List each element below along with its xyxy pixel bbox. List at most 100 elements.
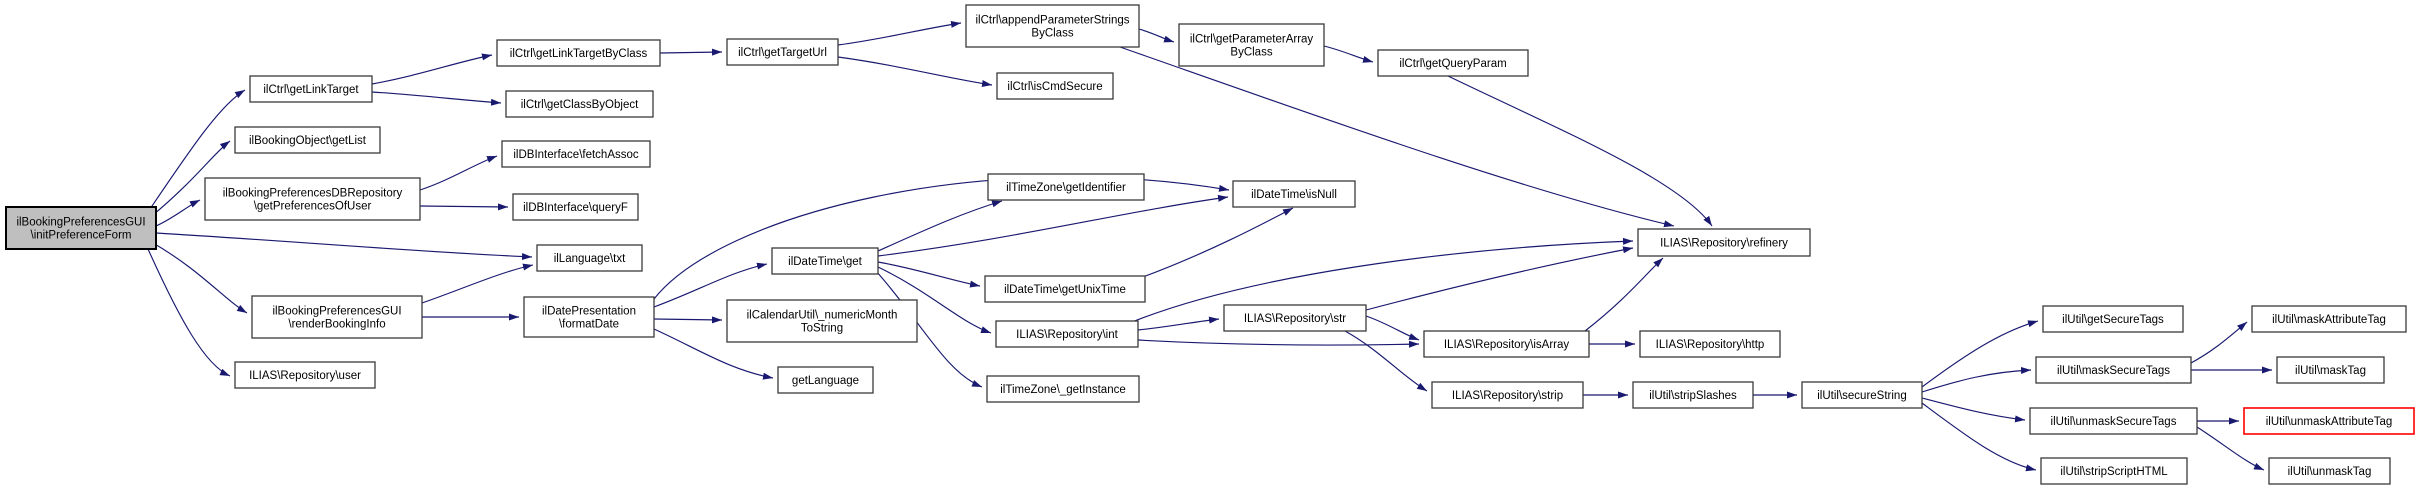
node-box-getLanguage[interactable] [777, 366, 874, 394]
node-getTargetUrl[interactable]: ilCtrl\getTargetUrl [726, 38, 839, 66]
node-box-formatDate[interactable] [523, 296, 655, 338]
node-int[interactable]: ILIAS\Repository\int [995, 320, 1139, 348]
node-box-maskAttributeTag[interactable] [2251, 305, 2407, 333]
node-box-refinery[interactable] [1637, 228, 1811, 257]
node-unmaskAttributeTag[interactable]: ilUtil\unmaskAttributeTag [2243, 407, 2415, 435]
edge-int-to-refinery [1131, 237, 1634, 323]
node-refinery[interactable]: ILIAS\Repository\refinery [1637, 228, 1811, 257]
node-getSecureTags[interactable]: ilUtil\getSecureTags [2042, 305, 2184, 333]
node-label-line: ilDatePresentation [542, 306, 636, 318]
node-getQueryParam[interactable]: ilCtrl\getQueryParam [1377, 49, 1529, 77]
node-getLinkTargetByClass[interactable]: ilCtrl\getLinkTargetByClass [496, 39, 661, 67]
node-label-line: ilUtil\stripSlashes [1649, 390, 1737, 402]
node-label-get: ilDateTime\get [788, 256, 863, 268]
node-stripScriptHTML[interactable]: ilUtil\stripScriptHTML [2040, 457, 2188, 485]
node-label-line: \getPreferencesOfUser [254, 201, 372, 213]
node-label-getQueryParam: ilCtrl\getQueryParam [1399, 58, 1506, 70]
node-getLanguage[interactable]: getLanguage [777, 366, 874, 394]
node-unmaskTag[interactable]: ilUtil\unmaskTag [2268, 457, 2391, 485]
node-box-str[interactable] [1223, 304, 1367, 332]
node-box-getSecureTags[interactable] [2042, 305, 2184, 333]
node-strip[interactable]: ILIAS\Repository\strip [1431, 381, 1584, 409]
node-box-strip[interactable] [1431, 381, 1584, 409]
node-box-isNull[interactable] [1232, 180, 1356, 208]
edge-int-to-isArray [1137, 339, 1420, 348]
edge-getLinkTarget-to-getLinkTargetByClass [371, 53, 493, 85]
node-box-stripScriptHTML[interactable] [2040, 457, 2188, 485]
node-label-unmaskTag: ilUtil\unmaskTag [2288, 466, 2372, 478]
node-getUnixTime[interactable]: ilDateTime\getUnixTime [984, 275, 1146, 303]
node-box-getList[interactable] [234, 126, 381, 154]
node-label-line: \initPreferenceForm [31, 230, 132, 242]
node-box-http[interactable] [1639, 330, 1781, 358]
node-user[interactable]: ILIAS\Repository\user [234, 361, 376, 389]
node-box-getIdentifier[interactable] [987, 173, 1145, 201]
node-label-line: ByClass [1031, 28, 1073, 40]
node-box-getQueryParam[interactable] [1377, 49, 1529, 77]
node-box-getParameterArrayByClass[interactable] [1178, 23, 1325, 67]
node-label-line: ByClass [1230, 47, 1272, 59]
node-box-unmaskAttributeTag[interactable] [2243, 407, 2415, 435]
edge-getQueryParam-to-refinery [1447, 75, 1713, 227]
node-box-getInstance[interactable] [986, 375, 1140, 403]
node-box-maskTag[interactable] [2276, 356, 2385, 384]
node-getLinkTarget[interactable]: ilCtrl\getLinkTarget [249, 75, 373, 103]
node-getClassByObject[interactable]: ilCtrl\getClassByObject [505, 90, 654, 118]
node-box-getLinkTargetByClass[interactable] [496, 39, 661, 67]
node-label-line: ilUtil\stripScriptHTML [2060, 466, 2168, 478]
node-label-renderBookingInfo: ilBookingPreferencesGUI\renderBookingInf… [272, 306, 401, 331]
node-stripSlashes[interactable]: ilUtil\stripSlashes [1632, 381, 1754, 409]
node-box-isArray[interactable] [1423, 330, 1590, 358]
node-box-txt[interactable] [536, 244, 643, 272]
node-getPreferencesOfUser[interactable]: ilBookingPreferencesDBRepository\getPref… [204, 177, 421, 221]
node-box-isCmdSecure[interactable] [996, 72, 1114, 100]
node-formatDate[interactable]: ilDatePresentation\formatDate [523, 296, 655, 338]
node-secureString[interactable]: ilUtil\secureString [1801, 381, 1923, 409]
node-box-appendParameterStringsByClass[interactable] [965, 4, 1140, 48]
edge-secureString-to-stripScriptHTML [1921, 402, 2037, 472]
node-box-getPreferencesOfUser[interactable] [204, 177, 421, 221]
node-box-unmaskTag[interactable] [2268, 457, 2391, 485]
node-renderBookingInfo[interactable]: ilBookingPreferencesGUI\renderBookingInf… [251, 295, 423, 339]
node-box-user[interactable] [234, 361, 376, 389]
node-box-getUnixTime[interactable] [984, 275, 1146, 303]
node-isArray[interactable]: ILIAS\Repository\isArray [1423, 330, 1590, 358]
node-label-line: ILIAS\Repository\http [1656, 339, 1765, 351]
node-fetchAssoc[interactable]: ilDBInterface\fetchAssoc [501, 140, 651, 168]
edge-getPreferencesOfUser-to-fetchAssoc [419, 155, 498, 191]
node-maskSecureTags[interactable]: ilUtil\maskSecureTags [2035, 356, 2192, 384]
edge-formatDate-to-get [653, 262, 768, 308]
edge-appendParameterStringsByClass-to-getParameterArrayByClass [1138, 28, 1175, 43]
node-http[interactable]: ILIAS\Repository\http [1639, 330, 1781, 358]
node-unmaskSecureTags[interactable]: ilUtil\unmaskSecureTags [2029, 407, 2198, 435]
node-getList[interactable]: ilBookingObject\getList [234, 126, 381, 154]
node-box-stripSlashes[interactable] [1632, 381, 1754, 409]
node-box-get[interactable] [771, 247, 879, 275]
node-get[interactable]: ilDateTime\get [771, 247, 879, 275]
node-box-secureString[interactable] [1801, 381, 1923, 409]
node-label-line: ilBookingPreferencesDBRepository [223, 188, 403, 200]
node-box-getTargetUrl[interactable] [726, 38, 839, 66]
node-getIdentifier[interactable]: ilTimeZone\getIdentifier [987, 173, 1145, 201]
node-box-queryF[interactable] [512, 193, 639, 221]
node-box-maskSecureTags[interactable] [2035, 356, 2192, 384]
node-maskTag[interactable]: ilUtil\maskTag [2276, 356, 2385, 384]
node-box-renderBookingInfo[interactable] [251, 295, 423, 339]
node-str[interactable]: ILIAS\Repository\str [1223, 304, 1367, 332]
node-getInstance[interactable]: ilTimeZone\_getInstance [986, 375, 1140, 403]
node-isCmdSecure[interactable]: ilCtrl\isCmdSecure [996, 72, 1114, 100]
node-box-int[interactable] [995, 320, 1139, 348]
node-box-fetchAssoc[interactable] [501, 140, 651, 168]
node-txt[interactable]: ilLanguage\txt [536, 244, 643, 272]
node-box-unmaskSecureTags[interactable] [2029, 407, 2198, 435]
node-isNull[interactable]: ilDateTime\isNull [1232, 180, 1356, 208]
node-maskAttributeTag[interactable]: ilUtil\maskAttributeTag [2251, 305, 2407, 333]
node-box-getLinkTarget[interactable] [249, 75, 373, 103]
node-box-getClassByObject[interactable] [505, 90, 654, 118]
node-box-numericMonthToString[interactable] [726, 299, 918, 343]
node-queryF[interactable]: ilDBInterface\queryF [512, 193, 639, 221]
